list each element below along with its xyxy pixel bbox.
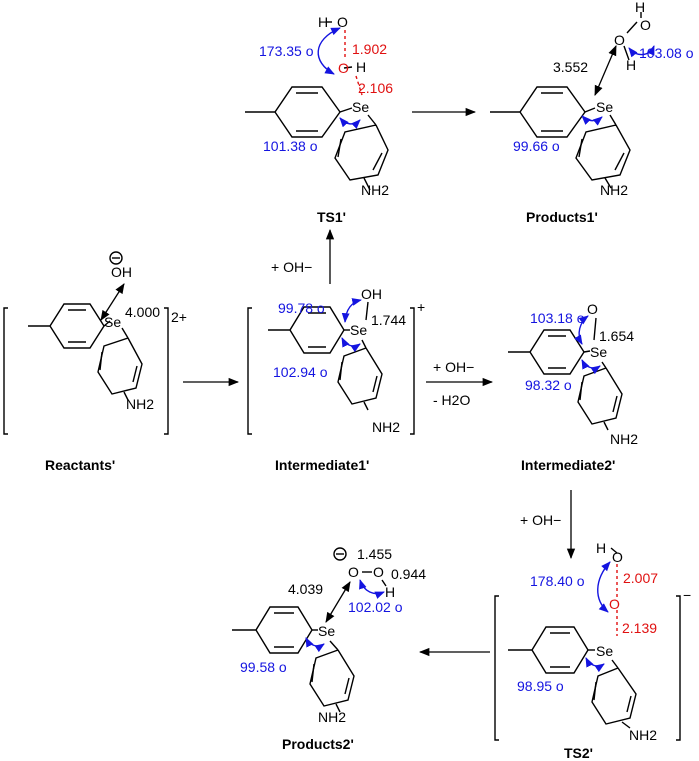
p2-distance-1: 1.455 [357, 546, 392, 562]
ts1-o-top: O [337, 14, 348, 30]
p2-angle-2: 99.58 o [240, 659, 287, 675]
ts2-o-mid: O [609, 596, 620, 612]
ts1-h-top: H [318, 14, 328, 30]
structure-intermediate1: OH Se NH2 1.744 99.78 o 102.94 o + Inter… [247, 286, 425, 473]
structure-ts1: H O O H Se NH2 1.902 2.106 173.35 o 101.… [245, 14, 393, 225]
i2-o: O [587, 301, 598, 317]
i1-angle-1: 99.78 o [278, 300, 325, 316]
arrow-i2-to-ts2-label: + OH− [520, 512, 561, 528]
i1-distance-1: 1.744 [371, 312, 406, 328]
ts1-se: Se [352, 99, 369, 115]
ts2-se: Se [596, 643, 613, 659]
p2-distance-2: 0.944 [391, 566, 426, 582]
structure-reactants: OH Se NH2 4.000 2+ Reactants' [3, 251, 187, 473]
structure-ts2: H O O Se NH2 2.007 2.139 178.40 o 98.95 … [494, 540, 691, 761]
p1-h-bottom: H [626, 57, 636, 73]
i2-label: Intermediate2' [521, 457, 615, 473]
p2-o-right: O [373, 564, 384, 580]
p2-distance-3: 4.039 [288, 581, 323, 597]
ts1-h-mid: H [356, 59, 366, 75]
p1-se: Se [596, 99, 613, 115]
p2-se: Se [318, 623, 335, 639]
p2-angle-1: 102.02 o [348, 599, 403, 615]
arrow-i1-to-i2-top-label: + OH− [433, 359, 474, 375]
p2-label: Products2' [282, 736, 354, 752]
reactants-distance-1: 4.000 [125, 304, 160, 320]
p1-label: Products1' [526, 209, 598, 225]
p1-nh2: NH2 [600, 182, 628, 198]
ts1-distance-2: 2.106 [358, 80, 393, 96]
reactants-nh2: NH2 [126, 396, 154, 412]
p1-o-top: O [640, 17, 651, 33]
ts2-angle-1: 178.40 o [530, 573, 585, 589]
ts1-label: TS1' [317, 209, 346, 225]
p2-o-left: O [348, 564, 359, 580]
p2-h: H [385, 584, 395, 600]
ts2-distance-1: 2.007 [623, 570, 658, 586]
ts1-angle-1: 173.35 o [259, 43, 314, 59]
i2-distance-1: 1.654 [599, 328, 634, 344]
i1-oh: OH [361, 286, 382, 302]
ts2-o-top: O [612, 549, 623, 565]
reactants-se: Se [104, 314, 121, 330]
structure-products1: H O O H Se NH2 3.552 103.08 o 99.66 o Pr… [490, 0, 694, 225]
arrow-i1-to-i2-bottom-label: - H2O [433, 392, 470, 408]
reactants-oh: OH [111, 264, 132, 280]
ts2-charge: − [683, 587, 691, 603]
p1-h-top: H [635, 0, 645, 15]
i1-label: Intermediate1' [275, 457, 369, 473]
ts1-o-mid: O [338, 60, 349, 76]
reactants-label: Reactants' [45, 457, 115, 473]
i1-charge: + [417, 299, 425, 315]
ts2-angle-2: 98.95 o [517, 678, 564, 694]
reactants-charge: 2+ [171, 309, 187, 325]
p1-distance-1: 3.552 [553, 59, 588, 75]
p1-angle-2: 99.66 o [513, 138, 560, 154]
structure-intermediate2: O Se NH2 1.654 103.18 o 98.32 o Intermed… [508, 301, 638, 473]
i2-angle-1: 103.18 o [530, 310, 585, 326]
arrow-i1-to-ts1-label: + OH− [271, 259, 312, 275]
i2-se: Se [590, 344, 607, 360]
i2-angle-2: 98.32 o [525, 377, 572, 393]
ts1-distance-1: 1.902 [352, 41, 387, 57]
i1-angle-2: 102.94 o [273, 364, 328, 380]
i1-se: Se [350, 322, 367, 338]
i2-nh2: NH2 [610, 431, 638, 447]
p1-angle-1: 103.08 o [639, 45, 694, 61]
ts2-label: TS2' [564, 745, 593, 761]
ts2-h: H [596, 540, 606, 556]
ts2-distance-2: 2.139 [622, 620, 657, 636]
ts2-nh2: NH2 [629, 727, 657, 743]
reaction-arrows: + OH− + OH− - H2O + OH− [183, 107, 576, 657]
ts1-angle-2: 101.38 o [263, 138, 318, 154]
ts1-nh2: NH2 [361, 182, 389, 198]
p2-nh2: NH2 [318, 709, 346, 725]
i1-nh2: NH2 [372, 419, 400, 435]
p1-o-bottom: O [614, 32, 625, 48]
structure-products2: O O H Se NH2 1.455 0.944 4.039 102.02 o … [232, 546, 426, 752]
